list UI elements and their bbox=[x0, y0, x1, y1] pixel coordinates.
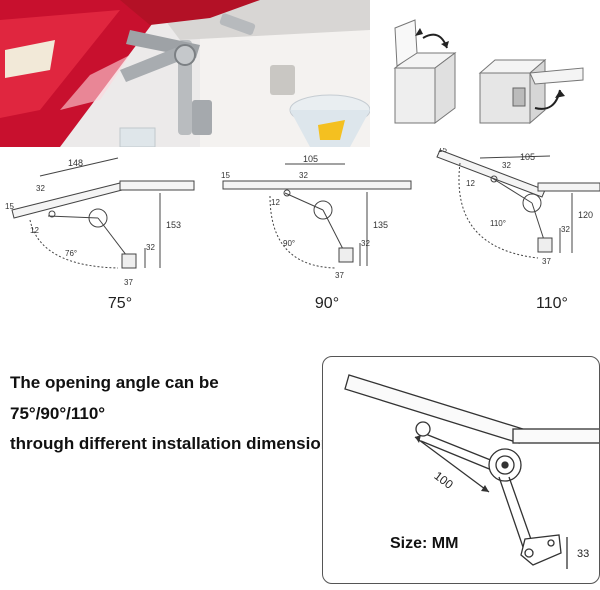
dim-label: 90° bbox=[283, 239, 295, 248]
caption-line-3: through different installation dimension… bbox=[10, 434, 346, 453]
detail-box: 100 33 bbox=[322, 356, 600, 584]
dim-label: 12 bbox=[271, 198, 280, 207]
dim-label: 15 bbox=[438, 148, 447, 154]
dim-label: 15 bbox=[221, 171, 230, 180]
dim-label: 32 bbox=[502, 161, 511, 170]
dim-label: 12 bbox=[466, 179, 475, 188]
dim-label: 105 bbox=[520, 152, 535, 162]
cabinet-door-rotation-icon bbox=[393, 19, 584, 125]
arm-length-label: 100 bbox=[431, 469, 456, 492]
dim-label: 110° bbox=[490, 219, 506, 228]
dim-label: 37 bbox=[335, 271, 344, 280]
caption-line-1: The opening angle can be bbox=[10, 373, 219, 392]
dim-label: 15 bbox=[5, 202, 14, 211]
dim-label: 153 bbox=[166, 220, 181, 230]
dim-label: 76° bbox=[65, 249, 77, 258]
dim-label: 135 bbox=[373, 220, 388, 230]
dim-label: 32 bbox=[146, 243, 155, 252]
installation-diagram-110: 105 32 15 12 110° 120 32 37 bbox=[420, 145, 600, 313]
installation-diagram-75: 148 32 15 12 76° 153 32 37 bbox=[0, 148, 200, 313]
dim-label: 120 bbox=[578, 210, 593, 220]
dim-label: 32 bbox=[361, 239, 370, 248]
angle-label-75: 75° bbox=[107, 295, 133, 312]
size-unit-label: Size: MM bbox=[390, 535, 459, 552]
hinge-photo bbox=[0, 0, 370, 147]
angle-label-90: 90° bbox=[314, 295, 340, 312]
caption-line-2: 75°/90°/110° bbox=[10, 404, 106, 423]
dim-label: 32 bbox=[299, 171, 308, 180]
dim-label: 37 bbox=[542, 257, 551, 266]
dim-label: 32 bbox=[561, 225, 570, 234]
kitchen-cabinet-hinge-photo-icon bbox=[0, 0, 370, 147]
dim-label: 37 bbox=[124, 278, 133, 287]
installation-diagram-90: 105 32 15 12 90° 135 32 37 bbox=[215, 148, 415, 313]
base-height-label: 33 bbox=[577, 548, 589, 560]
dim-label: 32 bbox=[36, 184, 45, 193]
hinge-detail-drawing: 100 33 bbox=[344, 374, 599, 569]
dim-label: 105 bbox=[303, 154, 318, 164]
dim-label: 148 bbox=[68, 158, 83, 168]
door-rotation-illustration bbox=[385, 18, 600, 138]
angle-label-110: 110° bbox=[536, 295, 568, 312]
dim-label: 12 bbox=[30, 226, 39, 235]
